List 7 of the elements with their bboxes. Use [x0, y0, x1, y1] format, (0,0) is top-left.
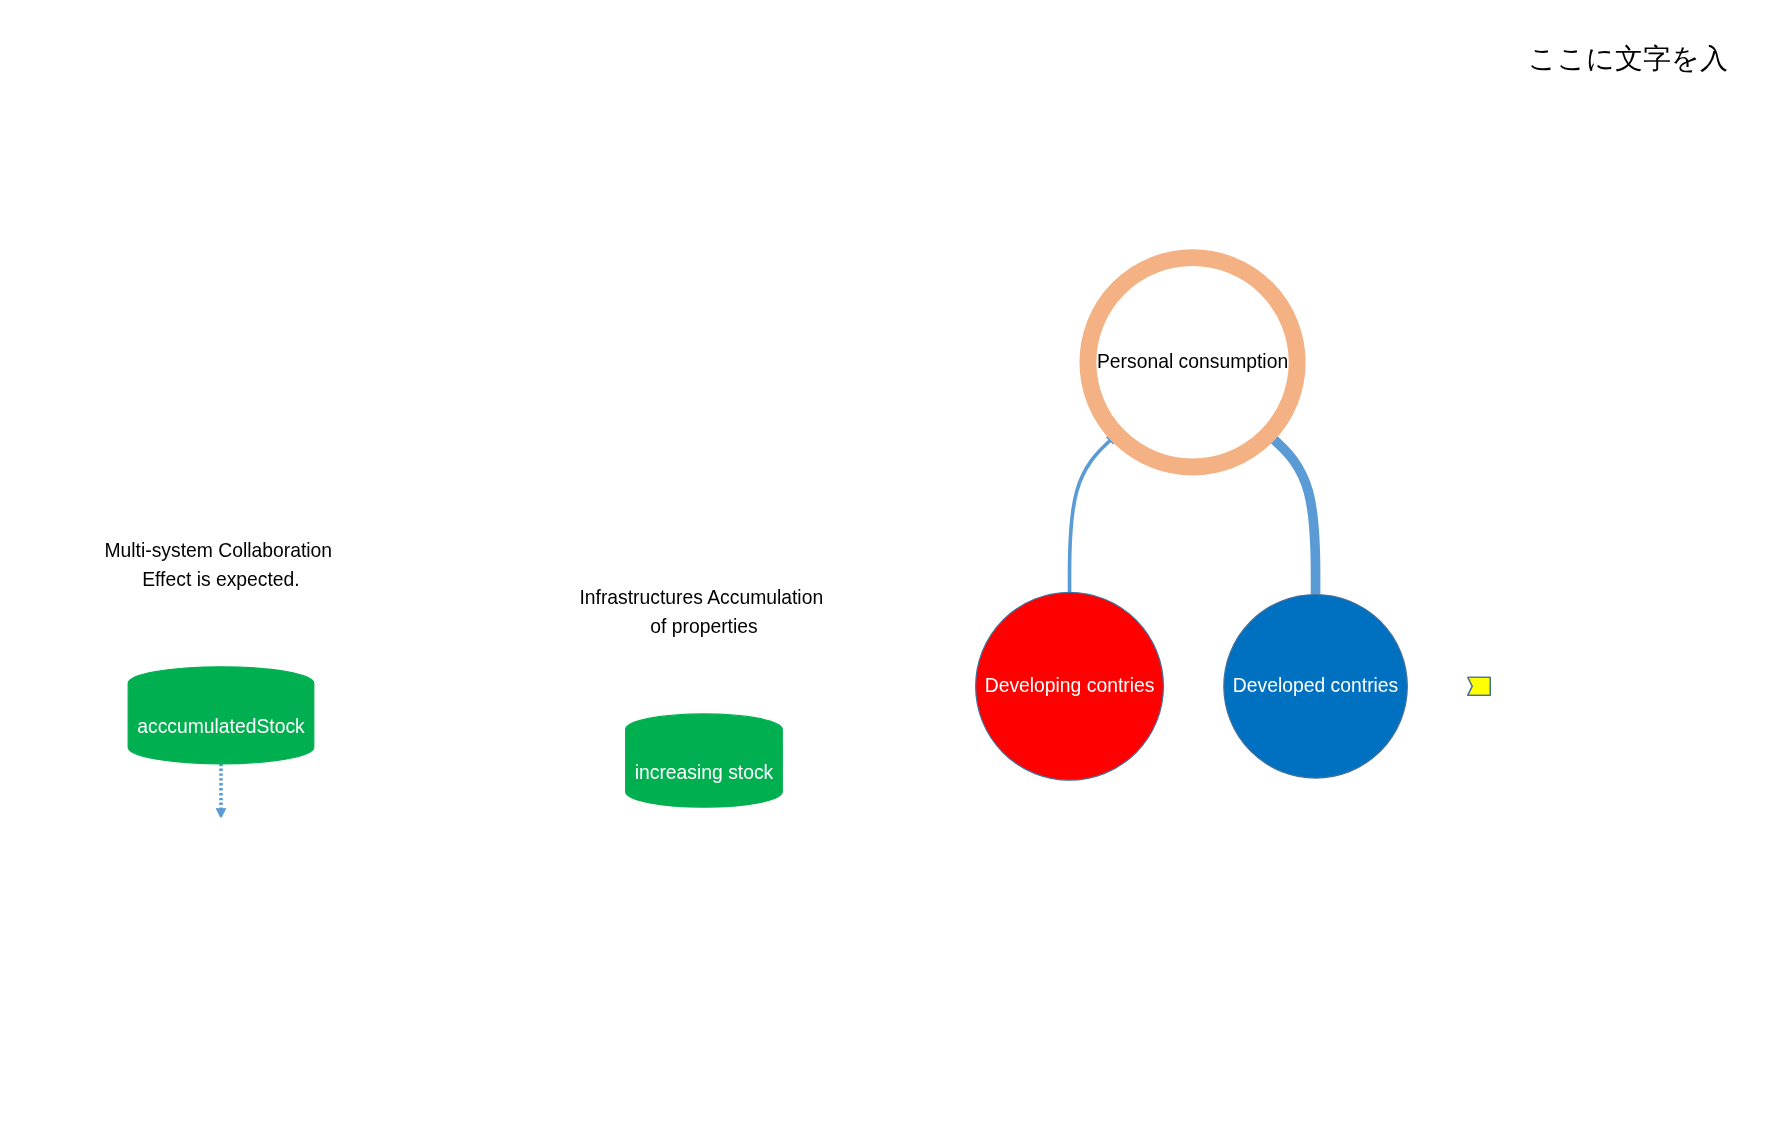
node-circle: Personal consumption [1079, 249, 1306, 476]
note-text: ここに文字を入 [1528, 42, 1728, 76]
node-label: Infrastructures Accumulation of properties [579, 587, 824, 637]
node-circle: Developing contries [975, 591, 1165, 781]
node-label: Multi-system Collaboration Effect is expected. [104, 539, 333, 590]
node-circle: Developed contries [1223, 593, 1408, 779]
arrow [215, 763, 227, 819]
